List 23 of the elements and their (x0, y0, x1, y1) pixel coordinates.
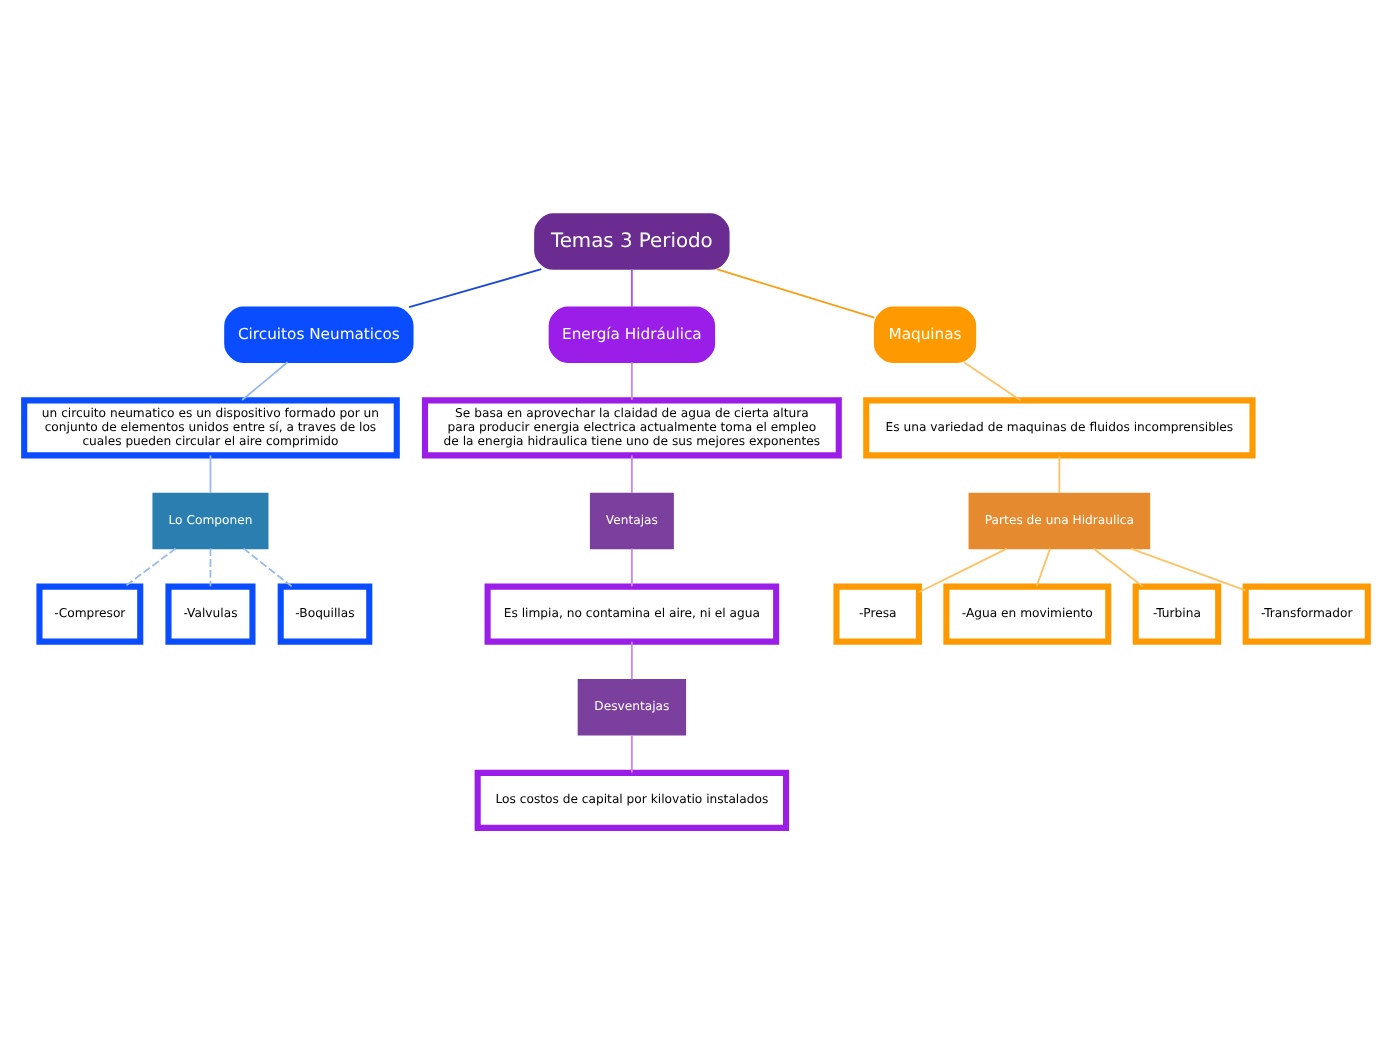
connector (630, 453, 633, 494)
connector (918, 546, 1008, 592)
connector (1092, 546, 1144, 587)
node-box: Energía Hidráulica (548, 305, 716, 362)
connector (123, 546, 177, 587)
node-box: Temas 3 Periodo (534, 212, 730, 269)
node-box: Circuitos Neumaticos (224, 305, 414, 362)
connector (209, 453, 212, 494)
node-box: Maquinas (873, 305, 977, 362)
connector (962, 360, 1022, 401)
connector (1058, 453, 1061, 494)
connector (1035, 546, 1052, 587)
connector (1130, 546, 1247, 591)
connector (630, 360, 633, 400)
connector (242, 546, 293, 587)
connector (408, 267, 543, 308)
connector (630, 732, 633, 773)
connector (630, 546, 633, 587)
connector (715, 267, 876, 318)
connector (630, 639, 633, 680)
connector (241, 360, 289, 400)
connector (209, 546, 212, 587)
connector (630, 267, 633, 307)
